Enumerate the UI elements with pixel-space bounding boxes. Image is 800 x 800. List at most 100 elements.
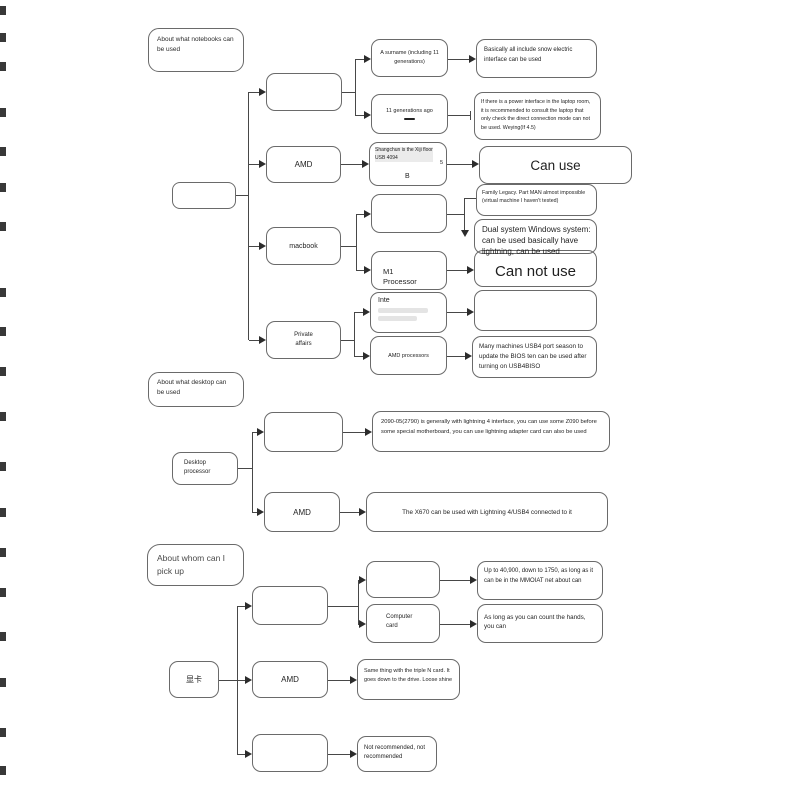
connector-line [237, 606, 245, 608]
connector-line [340, 512, 359, 514]
node-computer-card: Computer card [366, 604, 440, 643]
node-amd-desktop: AMD [264, 492, 340, 532]
node-amd-notebook: AMD [266, 146, 341, 183]
arrowhead-icon [350, 750, 357, 758]
edge-artifact [0, 367, 6, 376]
arrowhead-icon [469, 55, 476, 63]
connector-line [343, 432, 365, 434]
connector-line [447, 356, 465, 358]
node-lightning-adapter: 2090-05(2790) is generally with lightnin… [372, 411, 610, 452]
node-usb4-bios: Many machines USB4 port season to update… [472, 336, 597, 378]
connector-line [448, 59, 469, 61]
shangchun-number: 5 [439, 160, 443, 166]
edge-artifact [0, 183, 6, 192]
node-m1-processor: M1 Processor [371, 251, 447, 290]
arrowhead-icon [359, 620, 366, 628]
arrowhead-icon [470, 620, 477, 628]
intel-label: Inte [378, 297, 390, 304]
edge-artifact [0, 62, 6, 71]
arrowhead-icon [467, 266, 474, 274]
connector-line [464, 198, 476, 200]
node-empty-nvidia-group [252, 586, 328, 625]
connector-line [237, 754, 245, 756]
connector-line [447, 312, 467, 314]
section-label-pickup: About whom can I pick up [147, 544, 244, 586]
node-graphics-card: 显卡 [169, 661, 219, 698]
arrowhead-icon [245, 750, 252, 758]
node-empty-generation-group [266, 73, 342, 111]
connector-line [354, 312, 363, 314]
arrowhead-icon [363, 308, 370, 316]
node-empty-intel-result [474, 290, 597, 331]
node-empty-other-gpu [252, 734, 328, 772]
node-amd-processors: AMD processors [370, 336, 447, 375]
edge-artifact [0, 327, 6, 336]
node-family-legacy: Family Legacy. Part MAN almost impossibl… [476, 184, 597, 216]
arrowhead-icon [257, 508, 264, 516]
arrowhead-icon [245, 602, 252, 610]
arrowhead-icon [359, 576, 366, 584]
node-amd-gpu: AMD [252, 661, 328, 698]
node-surname: A surname (including 11 generations) [371, 39, 448, 77]
connector-line [252, 512, 257, 514]
connector-line [464, 198, 466, 231]
arrowhead-down-icon [461, 230, 469, 237]
arrowhead-icon [359, 508, 366, 516]
node-not-recommended: Not recommended, not recommended [357, 736, 437, 772]
shangchun-text: Shangchun is the Xiji floor USB 4094 [375, 147, 433, 162]
node-can-not-use: Can not use [474, 250, 597, 287]
edge-artifact [0, 766, 6, 775]
node-upto-40900: Up to 40,900, down to 1750, as long as i… [477, 561, 603, 600]
connector-line [341, 246, 356, 248]
connector-line [328, 754, 350, 756]
connector-line [354, 312, 356, 357]
connector-line [249, 92, 260, 94]
node-dual-system: Dual system Windows system: can be used … [474, 219, 597, 256]
edge-artifact [0, 412, 6, 421]
connector-line [238, 468, 252, 470]
connector-line [249, 340, 260, 342]
connector-line [248, 92, 250, 340]
connector-line [355, 59, 357, 116]
edge-artifact [0, 33, 6, 42]
edge-artifact [0, 462, 6, 471]
node-empty-intel-desktop [264, 412, 343, 452]
arrowhead-icon [362, 160, 369, 168]
connector-line [237, 606, 239, 755]
node-intel: Inte [370, 292, 447, 333]
node-empty-macbook-group [371, 194, 447, 233]
arrowhead-icon [350, 676, 357, 684]
arrowhead-icon [467, 308, 474, 316]
arrowhead-icon [364, 55, 371, 63]
connector-line [355, 59, 364, 61]
arrowhead-icon [363, 352, 370, 360]
arrowhead-icon [465, 352, 472, 360]
connector-line [219, 680, 237, 682]
connector-line [342, 92, 355, 94]
connector-line [237, 680, 245, 682]
edge-artifact [0, 728, 6, 737]
arrowhead-icon [257, 428, 264, 436]
root-node-notebooks [172, 182, 236, 209]
shangchun-b: B [404, 173, 410, 180]
connector-line [249, 246, 260, 248]
connector-line [356, 270, 364, 272]
redacted-text-bar [378, 316, 418, 321]
node-triple-n-card: Same thing with the triple N card. It go… [357, 659, 460, 700]
edge-artifact [0, 678, 6, 687]
node-can-use: Can use [479, 146, 632, 184]
connector-line [328, 606, 358, 608]
node-empty-gpu-high [366, 561, 440, 598]
connector-line [447, 270, 467, 272]
connector-line [356, 214, 364, 216]
arrowhead-icon [259, 88, 266, 96]
node-basically-usable: Basically all include snow electric inte… [476, 39, 597, 78]
ellipsis-mark [404, 117, 415, 121]
connector-line [440, 624, 470, 626]
edge-artifact [0, 108, 6, 117]
node-desktop-processor: Desktop processor [172, 452, 238, 485]
connector-line [440, 580, 470, 582]
connector-line [448, 115, 470, 117]
edge-artifact [0, 588, 6, 597]
node-count-hands: As long as you can count the hands, you … [477, 604, 603, 643]
